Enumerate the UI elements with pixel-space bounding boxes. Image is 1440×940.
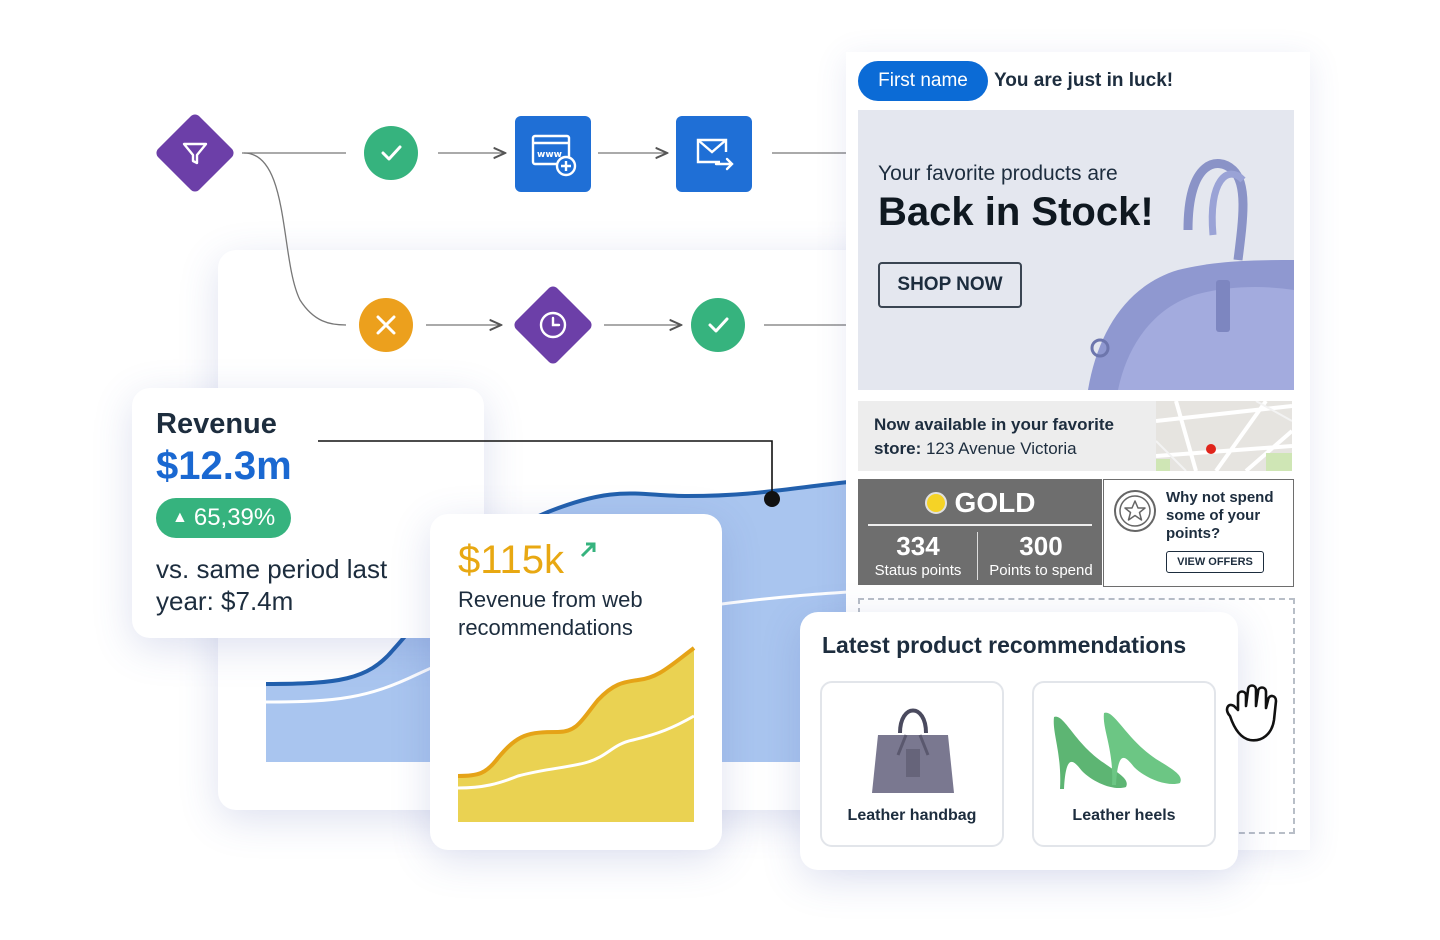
view-offers-button[interactable]: VIEW OFFERS bbox=[1166, 551, 1264, 573]
store-address: 123 Avenue Victoria bbox=[925, 439, 1077, 458]
success-node-2[interactable] bbox=[691, 298, 745, 352]
web-recs-area-chart bbox=[458, 646, 696, 822]
hero-subheading: Your favorite products are bbox=[878, 162, 1118, 185]
clock-icon bbox=[539, 311, 567, 339]
handbag-product-image bbox=[872, 708, 954, 793]
product-label: Leather heels bbox=[1072, 807, 1176, 824]
web-action-node[interactable]: www bbox=[515, 116, 591, 192]
heels-product-image bbox=[1053, 712, 1181, 789]
email-icon bbox=[696, 138, 734, 171]
spend-points-label: Points to spend bbox=[989, 562, 1093, 579]
wait-node[interactable] bbox=[511, 283, 595, 367]
loyalty-tier-label: GOLD bbox=[954, 487, 1036, 518]
filter-icon bbox=[182, 142, 208, 165]
web-recs-value: $115k bbox=[458, 538, 565, 582]
gold-coin-icon bbox=[924, 491, 947, 514]
email-hero-banner: Your favorite products are Back in Stock… bbox=[858, 110, 1294, 390]
first-name-pill[interactable]: First name bbox=[858, 61, 988, 101]
spend-points-value: 300 bbox=[1019, 531, 1063, 561]
email-action-node[interactable] bbox=[676, 116, 752, 192]
points-promo-text: Why not spend some of your points? bbox=[1166, 489, 1274, 542]
shop-now-button[interactable]: SHOP NOW bbox=[878, 262, 1022, 308]
revenue-card: Revenue $12.3m ▲ 65,39% vs. same period … bbox=[132, 388, 484, 638]
svg-text:www: www bbox=[537, 150, 562, 160]
product-card[interactable]: Leather handbag bbox=[820, 681, 1004, 847]
web-recs-label: Revenue from web recommendations bbox=[458, 587, 643, 640]
loyalty-tier-box: GOLD 334 Status points 300 Points to spe… bbox=[858, 479, 1102, 585]
close-icon bbox=[376, 315, 396, 335]
store-text: Now available in your favorite store: 12… bbox=[874, 413, 1154, 461]
revenue-comparison: vs. same period last year: $7.4m bbox=[156, 554, 388, 616]
trend-up-icon bbox=[578, 540, 598, 565]
points-promo-box: Why not spend some of your points? VIEW … bbox=[1103, 479, 1294, 587]
store-bold-text: Now available in your favorite store: bbox=[874, 415, 1114, 458]
check-icon bbox=[381, 145, 402, 161]
hero-heading: Back in Stock! bbox=[878, 190, 1154, 234]
revenue-change-value: 65,39% bbox=[193, 504, 276, 531]
revenue-value: $12.3m bbox=[156, 444, 292, 488]
web-icon: www bbox=[531, 134, 577, 177]
grab-hand-icon bbox=[1225, 684, 1278, 742]
loyalty-divider bbox=[868, 524, 1092, 526]
email-greeting: You are just in luck! bbox=[994, 70, 1174, 91]
store-map-image bbox=[1156, 401, 1292, 471]
handbag-image bbox=[1088, 159, 1294, 390]
revenue-change-badge: ▲ 65,39% bbox=[156, 498, 292, 538]
filter-node[interactable] bbox=[153, 111, 237, 195]
store-availability: Now available in your favorite store: 12… bbox=[858, 401, 1292, 471]
revenue-title: Revenue bbox=[156, 408, 277, 440]
product-card[interactable]: Leather heels bbox=[1032, 681, 1216, 847]
web-chart-baseline bbox=[458, 714, 695, 790]
web-chart-fill bbox=[458, 648, 694, 822]
success-node[interactable] bbox=[364, 126, 418, 180]
web-chart-line bbox=[458, 646, 696, 778]
product-label: Leather handbag bbox=[847, 807, 977, 824]
loyalty-vertical-divider bbox=[977, 532, 978, 580]
arrow-up-icon: ▲ bbox=[172, 509, 188, 526]
status-points-label: Status points bbox=[874, 562, 962, 579]
star-badge-icon bbox=[1114, 490, 1156, 532]
status-points-value: 334 bbox=[896, 531, 940, 561]
check-icon bbox=[708, 317, 729, 333]
product-recs-title: Latest product recommendations bbox=[822, 632, 1187, 658]
loyalty-tier: GOLD bbox=[858, 487, 1102, 519]
fail-node[interactable] bbox=[359, 298, 413, 352]
